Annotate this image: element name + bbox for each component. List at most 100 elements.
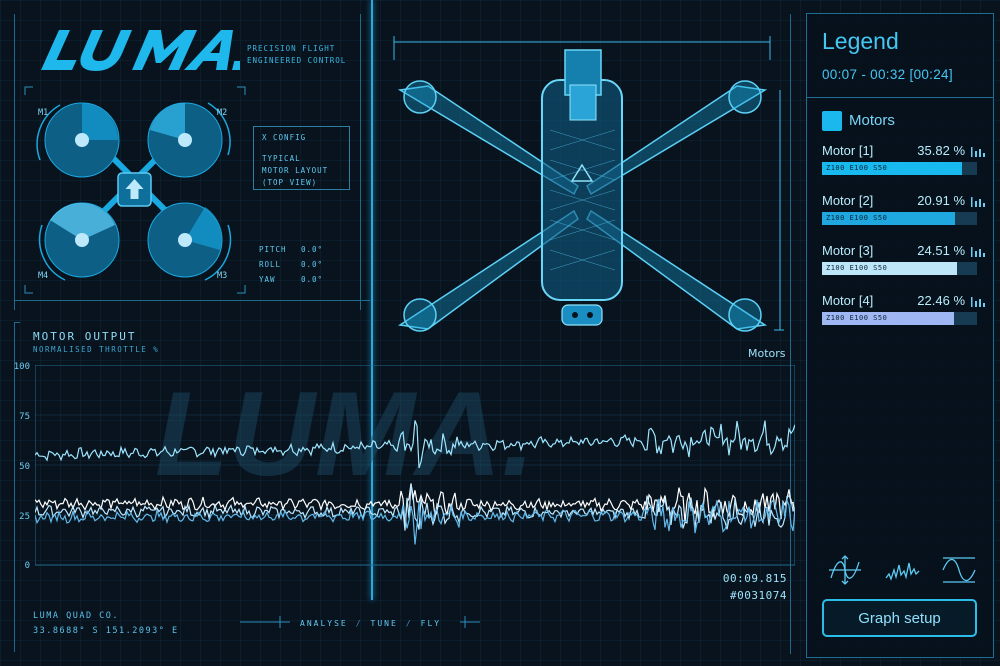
- legend-item-name: Motor [4]: [822, 293, 874, 308]
- bar-chart-icon[interactable]: [971, 295, 985, 307]
- series-line-1: [35, 420, 795, 469]
- axis-scale-icon[interactable]: [827, 554, 863, 586]
- legend-time-range: 00:07 - 00:32 [00:24]: [822, 67, 953, 82]
- legend-item-pct: 20.91 %: [917, 193, 965, 208]
- quad-frame-schematic: [393, 36, 784, 332]
- motors-group-swatch[interactable]: [822, 111, 842, 131]
- divider: [14, 322, 20, 323]
- motor-label-m2: M2: [217, 108, 228, 118]
- config-description: TYPICAL MOTOR LAYOUT (TOP VIEW): [262, 153, 328, 189]
- legend-panel: Legend 00:07 - 00:32 [00:24] Motors Moto…: [806, 13, 994, 658]
- config-box: [253, 126, 350, 190]
- bar-chart-icon[interactable]: [971, 145, 985, 157]
- legend-item-fill-text: Z100 E100 S50: [826, 164, 888, 172]
- mode-nav: ANALYSE / TUNE / FLY: [300, 619, 441, 628]
- spectrum-icon[interactable]: [884, 554, 920, 586]
- legend-item-motor-1[interactable]: Motor [1] 35.82 % Z100 E100 S50: [822, 143, 987, 183]
- motor-layout-diagram: [24, 86, 246, 294]
- tagline-line-1: PRECISION FLIGHT: [247, 44, 336, 53]
- attitude-pitch: PITCH 0.0°: [259, 245, 323, 254]
- company-name: LUMA QUAD CO.: [33, 611, 120, 621]
- chart-title: MOTOR OUTPUT: [33, 330, 137, 343]
- divider: [807, 97, 993, 98]
- motor-m2: [147, 102, 231, 178]
- y-tick-50: 50: [19, 462, 30, 472]
- mode-analyse[interactable]: ANALYSE: [300, 619, 348, 628]
- legend-item-fill: [822, 262, 957, 275]
- attitude-roll: ROLL 0.0°: [259, 260, 323, 269]
- chart-series-label: Motors: [748, 347, 786, 360]
- series-line-3: [35, 483, 795, 531]
- y-tick-25: 25: [19, 512, 30, 522]
- forward-arrow-icon: [125, 179, 144, 199]
- attitude-value: 0.0°: [301, 260, 324, 269]
- bar-chart-icon[interactable]: [971, 195, 985, 207]
- legend-item-motor-3[interactable]: Motor [3] 24.51 % Z100 E100 S50: [822, 243, 987, 283]
- legend-item-bar: Z100 E100 S50: [822, 262, 977, 275]
- y-tick-100: 100: [13, 362, 30, 372]
- playhead-cursor[interactable]: [371, 0, 373, 600]
- legend-item-fill-text: Z100 E100 S50: [826, 264, 888, 272]
- graph-tools: [827, 554, 977, 586]
- tagline: PRECISION FLIGHT ENGINEERED CONTROL: [247, 43, 346, 67]
- bar-chart-icon[interactable]: [971, 245, 985, 257]
- legend-item-fill: [822, 312, 954, 325]
- legend-item-pct: 24.51 %: [917, 243, 965, 258]
- luma-logo: [41, 30, 240, 71]
- divider: [14, 300, 370, 301]
- legend-item-name: Motor [2]: [822, 193, 874, 208]
- mode-fly[interactable]: FLY: [420, 619, 442, 628]
- attitude-name: PITCH: [259, 245, 287, 254]
- legend-item-fill: [822, 212, 956, 225]
- tagline-line-2: ENGINEERED CONTROL: [247, 56, 347, 65]
- legend-item-motor-2[interactable]: Motor [2] 20.91 % Z100 E100 S50: [822, 193, 987, 233]
- mode-rail: [240, 616, 480, 628]
- legend-item-bar: Z100 E100 S50: [822, 162, 977, 175]
- graph-setup-button[interactable]: Graph setup: [822, 599, 977, 637]
- legend-item-pct: 22.46 %: [917, 293, 965, 308]
- motor-m3: [147, 202, 232, 281]
- config-desc-line: (TOP VIEW): [262, 178, 318, 187]
- config-desc-line: MOTOR LAYOUT: [262, 166, 329, 175]
- divider: [790, 14, 791, 654]
- legend-item-name: Motor [3]: [822, 243, 874, 258]
- motor-label-m1: M1: [38, 108, 49, 118]
- legend-item-pct: 35.82 %: [917, 143, 965, 158]
- motor-label-m3: M3: [217, 271, 228, 281]
- divider: [14, 14, 15, 310]
- attitude-value: 0.0°: [301, 275, 324, 284]
- legend-item-name: Motor [1]: [822, 143, 874, 158]
- motor-m4: [38, 202, 120, 281]
- time-readout: 00:09.815: [722, 572, 787, 585]
- divider: [14, 322, 15, 652]
- config-desc-line: TYPICAL: [262, 154, 301, 163]
- legend-item-fill-text: Z100 E100 S50: [826, 214, 888, 222]
- motor-output-chart[interactable]: LUMA.: [35, 365, 795, 605]
- legend-item-motor-4[interactable]: Motor [4] 22.46 % Z100 E100 S50: [822, 293, 987, 333]
- motor-label-m4: M4: [38, 271, 49, 281]
- motors-group-name[interactable]: Motors: [849, 112, 895, 129]
- attitude-name: YAW: [259, 275, 276, 284]
- divider: [360, 14, 361, 310]
- legend-item-bar: Z100 E100 S50: [822, 212, 977, 225]
- attitude-name: ROLL: [259, 260, 282, 269]
- attitude-value: 0.0°: [301, 245, 324, 254]
- legend-item-fill: [822, 162, 962, 175]
- config-title: X CONFIG: [262, 133, 307, 142]
- motor-m1: [36, 102, 120, 178]
- legend-title: Legend: [822, 28, 899, 54]
- mode-separator: /: [355, 619, 363, 628]
- sine-wave-icon[interactable]: [941, 554, 977, 586]
- y-tick-0: 0: [24, 561, 30, 571]
- coordinates: 33.8688° S 151.2093° E: [33, 626, 179, 636]
- legend-item-bar: Z100 E100 S50: [822, 312, 977, 325]
- frame-number: #0031074: [730, 589, 787, 602]
- y-tick-75: 75: [19, 412, 30, 422]
- series-line-4: [35, 498, 795, 545]
- luma-watermark: LUMA.: [155, 367, 535, 501]
- mode-tune[interactable]: TUNE: [370, 619, 398, 628]
- attitude-yaw: YAW 0.0°: [259, 275, 323, 284]
- mode-separator: /: [405, 619, 413, 628]
- legend-item-fill-text: Z100 E100 S50: [826, 314, 888, 322]
